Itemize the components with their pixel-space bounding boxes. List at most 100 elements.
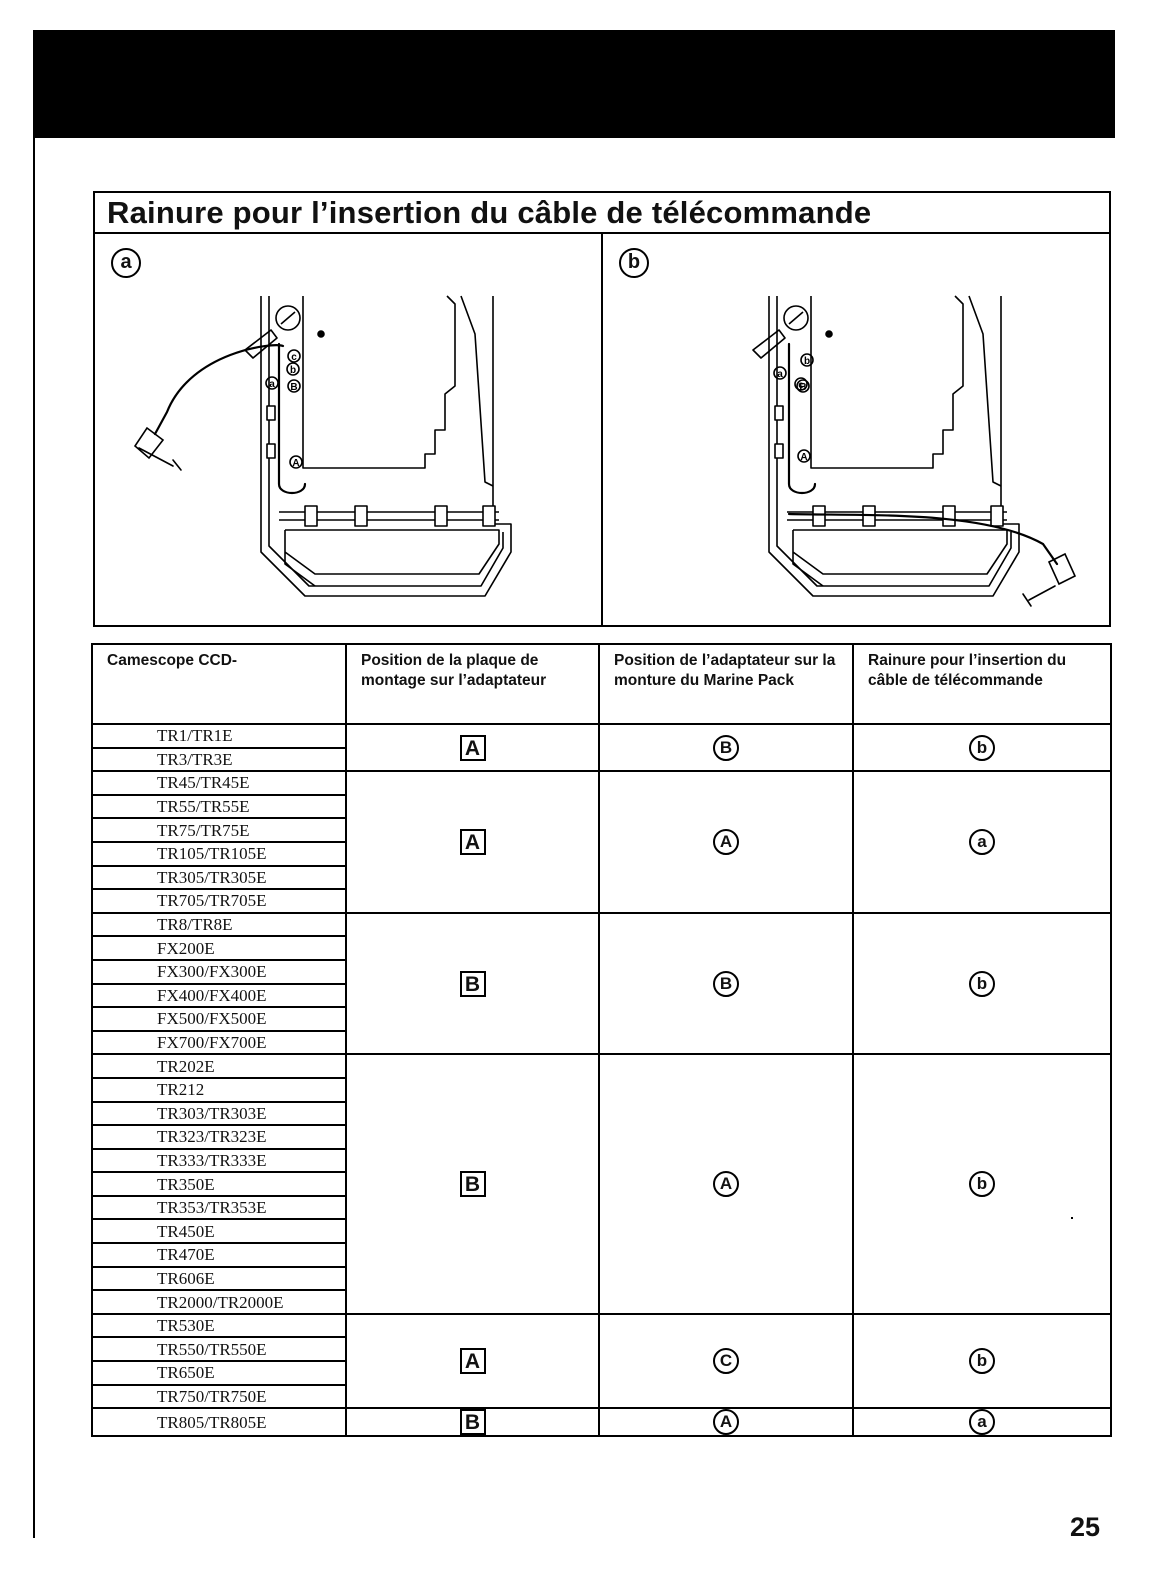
camcorder-model: TR530E: [91, 1312, 347, 1339]
cable-clip: [434, 505, 448, 527]
table-row: FX300/FX300E: [91, 958, 1111, 985]
callout-letter: B: [799, 382, 806, 393]
plate-position-letter-cell: B: [345, 911, 600, 1056]
camcorder-model: TR303/TR303E: [91, 1100, 347, 1127]
table-row: TR75/TR75E: [91, 817, 1111, 843]
compatibility-table: Camescope CCD- Position de la plaque de …: [91, 643, 1112, 1438]
plate-position-letter: B: [459, 1409, 486, 1436]
camcorder-model: TR323/TR323E: [91, 1124, 347, 1150]
callout-letter: a: [269, 379, 275, 390]
adapter-position-letter-cell: B: [598, 722, 854, 773]
groove-letter: a: [969, 828, 995, 855]
adapter-position-letter-cell: A: [598, 1407, 854, 1438]
header-bar: [33, 30, 1115, 138]
mount-screw: [275, 305, 301, 331]
callout-marker: [797, 449, 811, 463]
groove-letter: a: [969, 1409, 995, 1436]
callout-letter: b: [290, 365, 296, 376]
plate-position-letter-cell: A: [345, 722, 600, 773]
groove-letter: b: [969, 1348, 995, 1375]
camcorder-model: TR750/TR750E: [91, 1383, 347, 1410]
table-row: TR550/TR550E: [91, 1336, 1111, 1363]
plate-position-letter: A: [459, 1348, 486, 1375]
plate-position-letter: B: [459, 970, 486, 997]
camcorder-model: TR105/TR105E: [91, 840, 347, 867]
release-lever: [244, 329, 278, 359]
camcorder-model: TR202E: [91, 1053, 347, 1079]
cable-groove-diagram: Rainure pour l’insertion du câble de tél…: [93, 191, 1111, 627]
panel-label: b: [619, 248, 649, 278]
table-row: FX400/FX400E: [91, 982, 1111, 1009]
header-adapter-position: Position de l’adaptateur sur la monture …: [598, 643, 854, 725]
table-row: TR705/TR705E: [91, 888, 1111, 914]
cable-clip: [812, 505, 826, 527]
mount-inner-edge: [268, 296, 504, 587]
mount-housing: [768, 296, 1020, 597]
camcorder-model: FX200E: [91, 935, 347, 961]
adapter-position-letter: A: [713, 1409, 739, 1436]
groove-letter: b: [969, 970, 995, 997]
callout-marker: [289, 455, 303, 469]
table-row: TR3/TR3E: [91, 746, 1111, 773]
remote-cable: [787, 342, 1077, 607]
camcorder-model: TR353/TR353E: [91, 1194, 347, 1221]
groove-letter-cell: b: [852, 722, 1112, 773]
adapter-position-letter: B: [713, 734, 739, 761]
camera-body: [810, 295, 964, 469]
plate-position-letter-cell: B: [345, 1053, 600, 1315]
adapter-position-letter-cell: A: [598, 770, 854, 914]
camcorder-model: TR212: [91, 1076, 347, 1103]
callout-marker: [796, 379, 810, 393]
side-clip: [266, 443, 276, 459]
adapter-position-letter-cell: C: [598, 1312, 854, 1410]
cable-clip: [354, 505, 368, 527]
adapter-position-letter: C: [713, 1348, 739, 1375]
side-clip: [774, 443, 784, 459]
mount-screw: [783, 305, 809, 331]
camcorder-model: TR350E: [91, 1171, 347, 1197]
table-row: TR323/TR323E: [91, 1124, 1111, 1150]
camcorder-model: TR75/TR75E: [91, 817, 347, 843]
base-panel: [284, 529, 500, 587]
table-row: FX200E: [91, 935, 1111, 961]
callout-letter: c: [798, 380, 804, 391]
camera-side: [968, 295, 1002, 487]
table-row: TR350E: [91, 1171, 1111, 1197]
table-row: TR305/TR305E: [91, 864, 1111, 891]
camcorder-model: TR650E: [91, 1360, 347, 1386]
base-panel: [792, 529, 1008, 587]
camcorder-model: TR470E: [91, 1242, 347, 1268]
camcorder-model: TR45/TR45E: [91, 770, 347, 796]
groove-letter-cell: a: [852, 770, 1112, 914]
camcorder-model: TR550/TR550E: [91, 1336, 347, 1363]
table-row: TR303/TR303E: [91, 1100, 1111, 1127]
callout-marker: [286, 362, 300, 376]
callout-marker: [287, 349, 301, 363]
plate-position-letter: A: [459, 828, 486, 855]
cable-clip: [304, 505, 318, 527]
plate-position-letter-cell: B: [345, 1407, 600, 1438]
table-row: TR2000/TR2000E: [91, 1289, 1111, 1315]
callout-letter: B: [290, 382, 297, 393]
adapter-position-letter: A: [713, 1171, 739, 1198]
groove-letter-cell: b: [852, 1312, 1112, 1410]
mount-inner-edge: [776, 296, 1012, 587]
camcorder-model: FX400/FX400E: [91, 982, 347, 1009]
table-row: TR55/TR55E: [91, 793, 1111, 820]
groove-letter-cell: b: [852, 1053, 1112, 1315]
camera-side: [460, 295, 494, 487]
section-title: Rainure pour l’insertion du câble de tél…: [107, 195, 872, 230]
camcorder-model: TR606E: [91, 1265, 347, 1292]
callout-marker: [287, 379, 301, 393]
release-lever: [752, 329, 786, 359]
table-row: TR353/TR353E: [91, 1194, 1111, 1221]
title-divider: [95, 232, 1109, 234]
groove-letter: b: [969, 1171, 995, 1198]
